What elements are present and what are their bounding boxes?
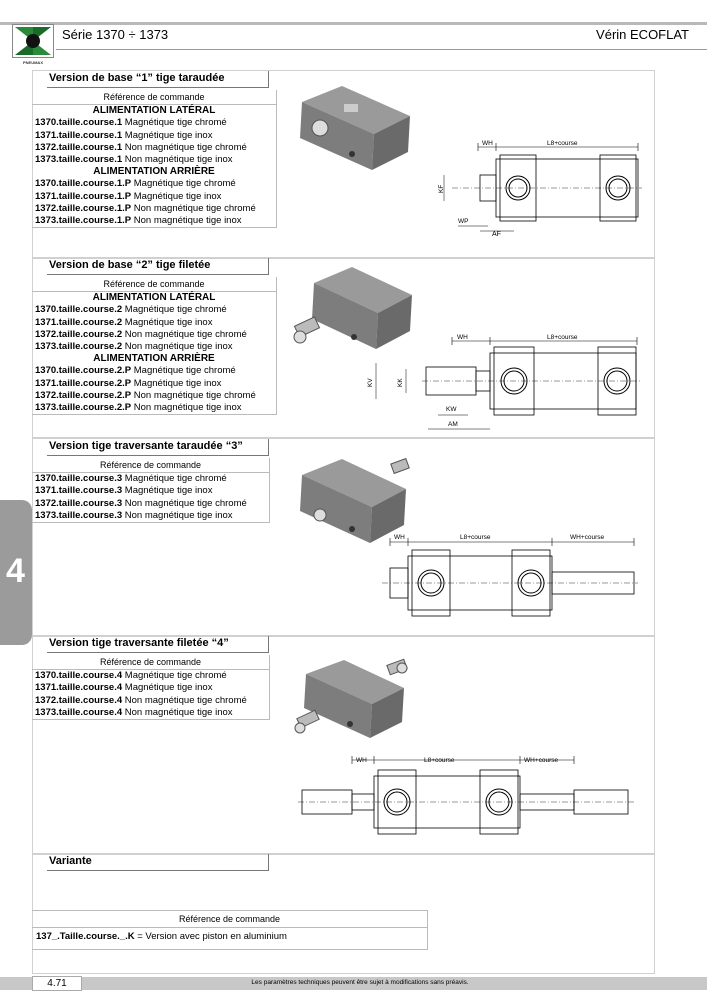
section-title: Version tige traversante taraudée “3” [47, 439, 269, 456]
dim-label: WH [356, 757, 367, 764]
page-number: 4.71 [32, 976, 82, 991]
logo-mark-icon [15, 27, 51, 55]
dim-label: KW [446, 406, 457, 413]
brand-logo [12, 24, 54, 58]
logo-text: PNEUMAX [22, 60, 43, 65]
dim-label: L8+course [547, 334, 578, 341]
order-ref-label: Référence de commande [32, 458, 269, 474]
dim-label: WH+course [570, 534, 605, 541]
section-variant [32, 854, 655, 974]
dim-label: L8+course [460, 534, 491, 541]
dim-label: L8+course [424, 757, 455, 764]
section-title: Version tige traversante filetée “4” [47, 636, 269, 653]
table-row: 1370.taille.course.1 Magnétique tige chr… [35, 117, 227, 129]
chapter-tab [0, 500, 32, 645]
table-row: 137_.Taille.course._.K = Version avec pi… [36, 931, 287, 942]
table-row: 1371.taille.course.2 Magnétique tige ino… [35, 316, 213, 328]
section-version-1 [32, 70, 655, 258]
group-subtitle: ALIMENTATION ARRIÈRE [93, 166, 215, 178]
footer-bar [0, 977, 707, 990]
dim-label: KK [397, 378, 404, 387]
variant-table: Référence de commande 137_.Taille.course… [32, 910, 428, 950]
dim-label: AF [492, 231, 501, 238]
section-title: Version de base “1” tige taraudée [47, 71, 269, 88]
table-row: 1372.taille.course.2.P Non magnétique ti… [35, 389, 256, 401]
order-table: Référence de commande ALIMENTATION LATÉR… [32, 277, 277, 416]
section-title: Variante [47, 854, 269, 871]
table-row: 1371.taille.course.4 Magnétique tige ino… [35, 682, 213, 694]
footer-note: Les paramètres techniques peuvent être s… [251, 979, 469, 986]
table-row: 1371.taille.course.2.P Magnétique tige i… [35, 377, 222, 389]
group-subtitle: ALIMENTATION LATÉRAL [92, 292, 216, 304]
table-row: 1372.taille.course.2 Non magnétique tige… [35, 328, 247, 340]
order-ref-label: Référence de commande [32, 277, 276, 293]
header-bar [0, 22, 707, 25]
cylinder-photo-3 [300, 457, 410, 543]
table-row: 1372.taille.course.4 Non magnétique tige… [35, 694, 247, 706]
dimension-drawing-3: WH L8+course WH+course [382, 534, 638, 617]
cylinder-photo-4 [294, 658, 408, 738]
dim-label: WP [458, 218, 468, 225]
table-row: 1371.taille.course.1.P Magnétique tige i… [35, 190, 222, 202]
order-table: Référence de commande 1370.taille.course… [32, 458, 270, 524]
table-row: 1370.taille.course.4 Magnétique tige chr… [35, 670, 227, 682]
table-row: 1372.taille.course.1.P Non magnétique ti… [35, 202, 256, 214]
table-row: 1373.taille.course.1 Non magnétique tige… [35, 154, 233, 166]
table-row: 1370.taille.course.3 Magnétique tige chr… [35, 473, 227, 485]
order-table: Référence de commande 1370.taille.course… [32, 655, 270, 721]
table-row: 1372.taille.course.3 Non magnétique tige… [35, 497, 247, 509]
series-title: Série 1370 ÷ 1373 [62, 27, 169, 42]
group-subtitle: ALIMENTATION ARRIÈRE [93, 353, 215, 365]
dimension-drawing-2: WH L8+course KV KK KW AM [367, 334, 642, 430]
table-row: 1373.taille.course.3 Non magnétique tige… [35, 509, 233, 521]
table-row: 1371.taille.course.1 Magnétique tige ino… [35, 129, 213, 141]
dim-label: WH+course [524, 757, 559, 764]
section-version-4 [32, 636, 655, 854]
table-row: 1372.taille.course.1 Non magnétique tige… [35, 141, 247, 153]
section-version-2 [32, 258, 655, 438]
dim-label: WH [482, 140, 493, 147]
cylinder-photo-2 [293, 267, 412, 349]
order-ref-label: Référence de commande [32, 911, 427, 928]
order-ref-label: Référence de commande [32, 90, 276, 106]
dim-label: KV [367, 378, 374, 387]
table-row: 1373.taille.course.2 Non magnétique tige… [35, 341, 233, 353]
chapter-number: 4 [6, 552, 25, 590]
header-rule [56, 49, 707, 50]
product-title: Vérin ECOFLAT [596, 27, 689, 42]
dim-label: L8+course [547, 140, 578, 147]
group-subtitle: ALIMENTATION LATÉRAL [92, 105, 216, 117]
cylinder-photo-1 [300, 86, 410, 170]
order-ref-label: Référence de commande [32, 655, 269, 671]
order-table: Référence de commande ALIMENTATION LATÉR… [32, 90, 277, 229]
section-title: Version de base “2” tige filetée [47, 258, 269, 275]
table-row: 1373.taille.course.2.P Non magnétique ti… [35, 402, 242, 414]
table-row: 1370.taille.course.1.P Magnétique tige c… [35, 178, 236, 190]
dim-label: WH [457, 334, 468, 341]
dim-label: WH [394, 534, 405, 541]
table-row: 1370.taille.course.2.P Magnétique tige c… [35, 365, 236, 377]
dimension-drawing-1: WH L8+course KF WP AF [438, 140, 642, 238]
dim-label: AM [448, 421, 458, 428]
table-row: 1373.taille.course.1.P Non magnétique ti… [35, 215, 242, 227]
dim-label: KF [438, 185, 445, 193]
section-version-3 [32, 438, 655, 636]
table-row: 1371.taille.course.3 Magnétique tige ino… [35, 485, 213, 497]
table-row: 1373.taille.course.4 Non magnétique tige… [35, 706, 233, 718]
table-row: 1370.taille.course.2 Magnétique tige chr… [35, 304, 227, 316]
dimension-drawing-4: WH L8+course WH+course [298, 756, 634, 835]
